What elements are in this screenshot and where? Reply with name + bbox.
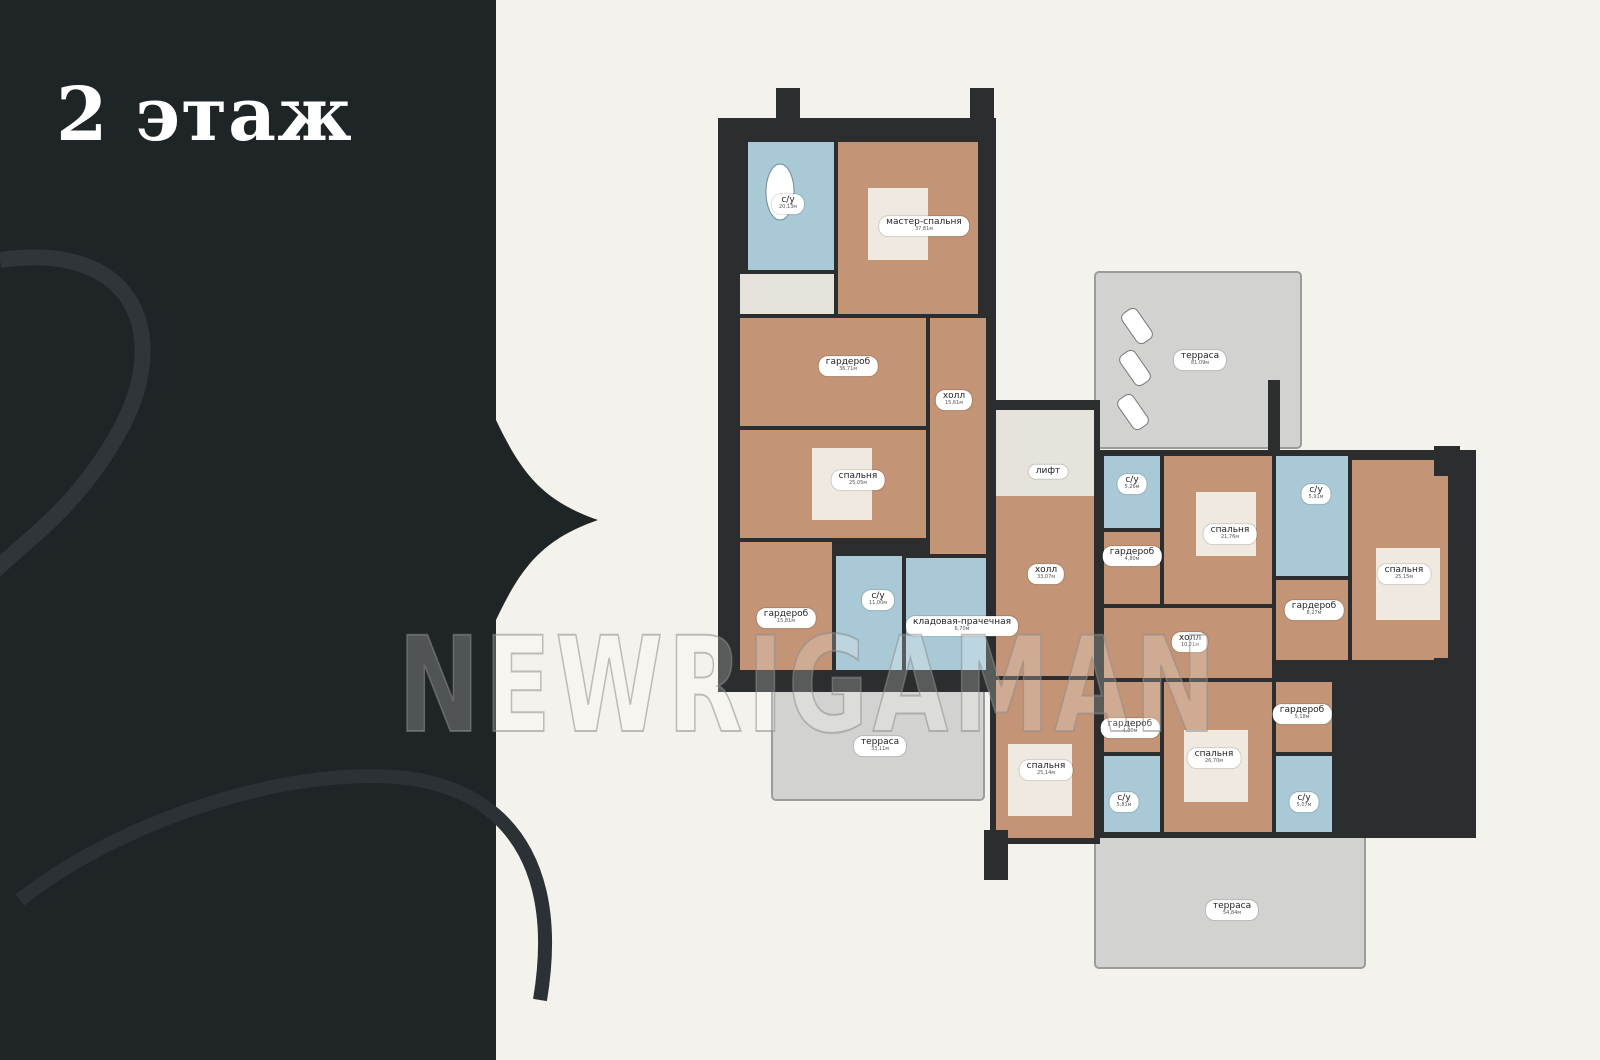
pier: [970, 88, 994, 128]
bed-3: [1376, 548, 1440, 620]
pier: [1434, 446, 1460, 476]
pier: [1434, 658, 1460, 688]
room-wc-small: [740, 274, 834, 314]
lounger-1: [1121, 307, 1153, 345]
room-hall-2: [996, 496, 1094, 676]
pier: [1268, 380, 1280, 450]
title-panel: 2 этаж: [0, 0, 600, 1060]
bed-2: [1196, 492, 1256, 556]
bed-4: [1008, 744, 1072, 816]
room-label: лифт: [1028, 464, 1068, 480]
pier: [984, 830, 1008, 880]
stairs-area: [996, 410, 1094, 496]
floor-title: 2 этаж: [56, 72, 353, 158]
room-bath-4: [1276, 456, 1348, 576]
panel-shape: [0, 0, 598, 1060]
lounger-2: [1119, 349, 1151, 387]
lounger-3: [1117, 393, 1149, 431]
room-wardrobe-4: [1276, 580, 1348, 660]
room-laundry: [906, 558, 986, 670]
room-bath-2: [836, 556, 902, 670]
room-wardrobe-2: [740, 542, 832, 670]
room-hall-1: [930, 318, 986, 554]
room-wardrobe-5: [1104, 682, 1160, 752]
pier: [776, 88, 800, 128]
room-wardrobe-3: [1104, 532, 1160, 604]
